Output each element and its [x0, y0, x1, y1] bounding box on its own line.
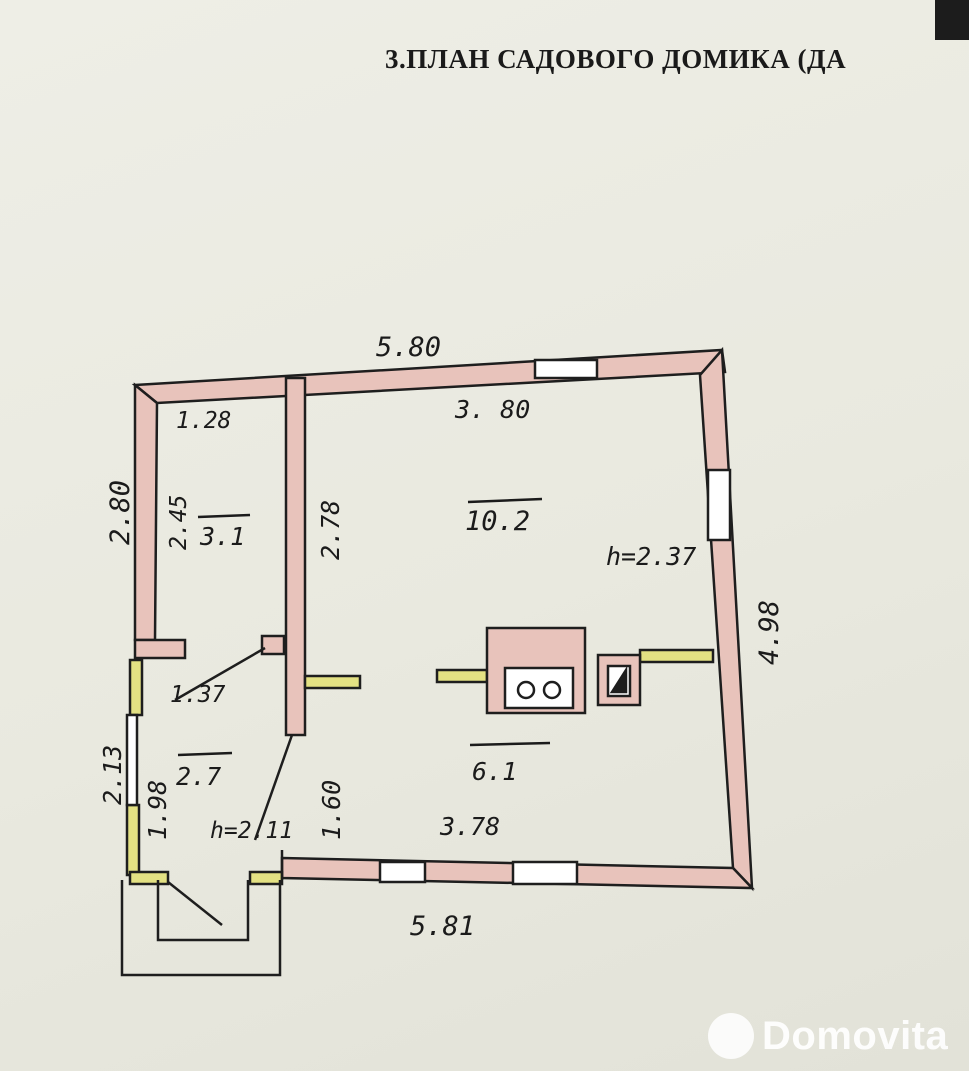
- dim-main-height: h=2.37: [606, 542, 696, 571]
- area-underline-small-room: [197, 513, 251, 519]
- door-jamb: [260, 634, 286, 656]
- dim-top-inner: 3. 80: [454, 395, 530, 424]
- area-hall: 2.7: [176, 762, 221, 791]
- watermark: Domovita: [708, 1010, 948, 1062]
- wall-left-stub: [133, 638, 187, 660]
- hall-left-wall-low: [125, 803, 141, 877]
- porch-inner: [156, 880, 250, 942]
- dim-bottom-outer: 5.81: [410, 911, 475, 942]
- area-underline-hall: [177, 751, 233, 757]
- chimney-flue: [609, 665, 628, 694]
- dim-bottom-inner: 3.78: [439, 812, 500, 841]
- dim-partition: 2.78: [316, 500, 345, 560]
- window-entry: [125, 713, 139, 807]
- page-title: 3.ПЛАН САДОВОГО ДОМИКА (ДА: [385, 44, 847, 74]
- burner-2: [542, 680, 562, 700]
- dim-left-outer: 2.80: [105, 480, 136, 545]
- window-bottom-1: [378, 860, 427, 884]
- area-underline-kitchen: [469, 741, 551, 747]
- window-right: [706, 468, 732, 542]
- dim-right-outer: 4.98: [754, 600, 785, 665]
- dim-entry-outer: 2.13: [98, 745, 127, 805]
- dim-hall-width: 1.37: [170, 682, 226, 708]
- watermark-logo-icon: [708, 1013, 754, 1059]
- door-swing-hall: [174, 646, 266, 702]
- partition-wall: [284, 376, 307, 737]
- dim-small-room-width: 1.28: [176, 408, 231, 434]
- dim-partition-lower: 1.60: [317, 780, 346, 840]
- partition-left: [303, 674, 362, 690]
- partition-right: [435, 668, 489, 684]
- wall-right: [698, 346, 754, 892]
- page-edge-shadow: [935, 0, 969, 40]
- porch-outline: [120, 880, 282, 977]
- dim-entry-inner: 1.98: [143, 780, 172, 840]
- dim-small-room-depth: 2.45: [166, 495, 192, 550]
- area-underline-main-room: [467, 497, 543, 504]
- burner-1: [516, 680, 536, 700]
- dim-top-outer: 5.80: [376, 332, 441, 363]
- dim-entry-height: h=2.11: [210, 818, 293, 844]
- hall-bottom-left: [128, 870, 170, 886]
- door-swing-entry: [253, 734, 294, 841]
- hall-bottom-right: [248, 870, 284, 886]
- window-bottom-2: [511, 860, 579, 886]
- stove-hob: [503, 666, 575, 710]
- area-main-room: 10.2: [465, 506, 530, 537]
- area-small-room: 3.1: [199, 522, 245, 551]
- wall-left-upper: [133, 382, 159, 642]
- partition-stove: [638, 648, 715, 664]
- window-top: [533, 358, 599, 380]
- watermark-text: Domovita: [762, 1013, 949, 1058]
- hall-left-wall: [128, 658, 144, 717]
- area-kitchen: 6.1: [472, 757, 517, 786]
- door-swing-porch: [167, 881, 223, 926]
